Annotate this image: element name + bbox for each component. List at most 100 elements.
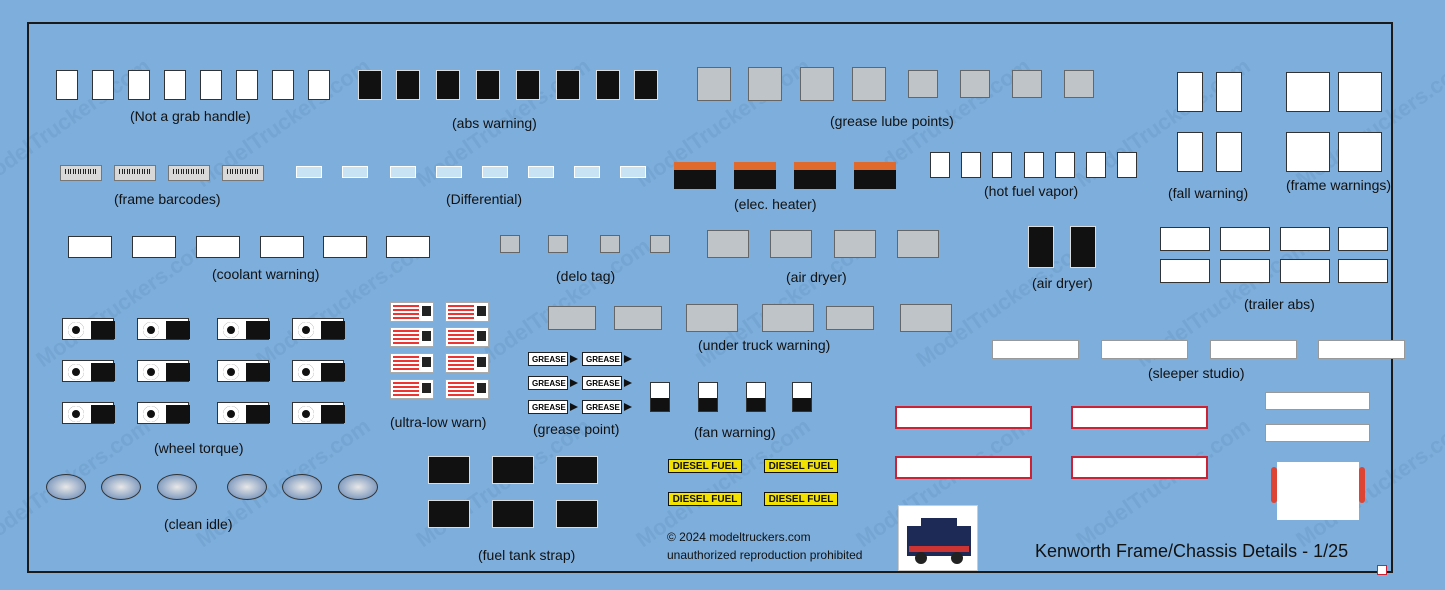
decal-trailer-abs [1220, 227, 1270, 251]
decal-trailer-abs [1338, 227, 1388, 251]
decal-abs-warning [476, 70, 500, 100]
decal-not-grab-handle [236, 70, 258, 100]
decal-elec-heater [734, 162, 776, 189]
decal-hot-fuel-vapor [1117, 152, 1137, 178]
decal-grease-point: GREASE [528, 376, 568, 390]
decal-frame-barcode [60, 165, 102, 181]
decal-diesel-fuel: DIESEL FUEL [668, 492, 742, 506]
decal-trailer-abs [1220, 259, 1270, 283]
decal-grease-lube [1012, 70, 1042, 98]
decal-trailer-abs [1280, 227, 1330, 251]
label-frame-warnings: (frame warnings) [1286, 177, 1392, 193]
decal-grease-point: GREASE [528, 352, 568, 366]
label-under-truck-warning: (under truck warning) [698, 337, 831, 353]
decal-under-truck-warning [548, 306, 596, 330]
decal-differential [482, 166, 508, 178]
decal-elec-heater [674, 162, 716, 189]
decal-trailer-abs [1160, 259, 1210, 283]
decal-white-plate [1265, 424, 1370, 442]
label-grease-lube-points: (grease lube points) [830, 113, 954, 129]
label-sleeper-studio: (sleeper studio) [1148, 365, 1245, 381]
decal-fuel-tank-strap [492, 456, 534, 484]
decal-ultra-low [390, 353, 434, 373]
label-not-grab-handle: (Not a grab handle) [130, 108, 251, 124]
decal-grease-point: GREASE [582, 352, 622, 366]
decal-fuel-tank-strap [428, 500, 470, 528]
decal-frame-barcode [168, 165, 210, 181]
decal-wheel-torque [62, 318, 115, 340]
decal-fall-warning [1216, 132, 1242, 172]
decal-abs-warning [436, 70, 460, 100]
decal-air-dryer [897, 230, 939, 258]
decal-fan-warning [746, 382, 766, 412]
decal-not-grab-handle [272, 70, 294, 100]
decal-ultra-low [390, 302, 434, 322]
decal-diesel-fuel: DIESEL FUEL [764, 459, 838, 473]
close-box-icon[interactable] [1377, 565, 1387, 575]
label-wheel-torque: (wheel torque) [154, 440, 244, 456]
decal-clean-idle [282, 474, 322, 500]
decal-coolant-warning [196, 236, 240, 258]
label-grease-point: (grease point) [533, 421, 620, 437]
decal-differential [342, 166, 368, 178]
decal-under-truck-warning [614, 306, 662, 330]
decal-hot-fuel-vapor [1024, 152, 1044, 178]
decal-red-outline [1071, 406, 1208, 429]
decal-coolant-warning [323, 236, 367, 258]
decal-differential [620, 166, 646, 178]
decal-grease-point: GREASE [528, 400, 568, 414]
decal-elec-heater [854, 162, 896, 189]
decal-air-dryer [834, 230, 876, 258]
decal-differential [528, 166, 554, 178]
decal-not-grab-handle [164, 70, 186, 100]
decal-ultra-low [390, 327, 434, 347]
decal-red-outline [895, 406, 1032, 429]
decal-sleeper-studio [992, 340, 1079, 359]
decal-clean-idle [338, 474, 378, 500]
decal-fall-warning [1177, 132, 1203, 172]
decal-frame-warning [1338, 72, 1382, 112]
decal-air-dryer [707, 230, 749, 258]
decal-grease-lube [1064, 70, 1094, 98]
decal-fuel-tank-strap [428, 456, 470, 484]
decal-sleeper-studio [1210, 340, 1297, 359]
decal-frame-warning [1338, 132, 1382, 172]
decal-wheel-torque [137, 402, 190, 424]
decal-coolant-warning [132, 236, 176, 258]
decal-not-grab-handle [56, 70, 78, 100]
truck-logo-icon [907, 518, 971, 564]
decal-abs-warning [516, 70, 540, 100]
decal-diesel-fuel: DIESEL FUEL [764, 492, 838, 506]
decal-fan-warning [650, 382, 670, 412]
decal-delo-tag [500, 235, 520, 253]
decal-wheel-torque [292, 402, 345, 424]
label-air-dryer: (air dryer) [786, 269, 847, 285]
decal-ultra-low [445, 379, 489, 399]
decal-air-dryer [770, 230, 812, 258]
label-coolant-warning: (coolant warning) [212, 266, 320, 282]
decal-red-outline [1071, 456, 1208, 479]
decal-under-truck-warning [900, 304, 952, 332]
decal-wheel-torque [217, 360, 270, 382]
decal-air-dryer-warning [1070, 226, 1096, 268]
decal-hot-fuel-vapor [961, 152, 981, 178]
decal-differential [390, 166, 416, 178]
decal-grease-lube [697, 67, 731, 101]
decal-abs-warning [556, 70, 580, 100]
decal-fan-warning [698, 382, 718, 412]
decal-red-clip-plate [1271, 462, 1365, 520]
decal-abs-warning [358, 70, 382, 100]
decal-wheel-torque [137, 360, 190, 382]
decal-sleeper-studio [1101, 340, 1188, 359]
decal-delo-tag [548, 235, 568, 253]
decal-abs-warning [396, 70, 420, 100]
sheet-border [27, 22, 1393, 573]
decal-wheel-torque [62, 360, 115, 382]
decal-fuel-tank-strap [492, 500, 534, 528]
decal-fuel-tank-strap [556, 456, 598, 484]
decal-hot-fuel-vapor [1055, 152, 1075, 178]
truck-logo-icon [898, 505, 978, 571]
decal-trailer-abs [1160, 227, 1210, 251]
decal-not-grab-handle [308, 70, 330, 100]
